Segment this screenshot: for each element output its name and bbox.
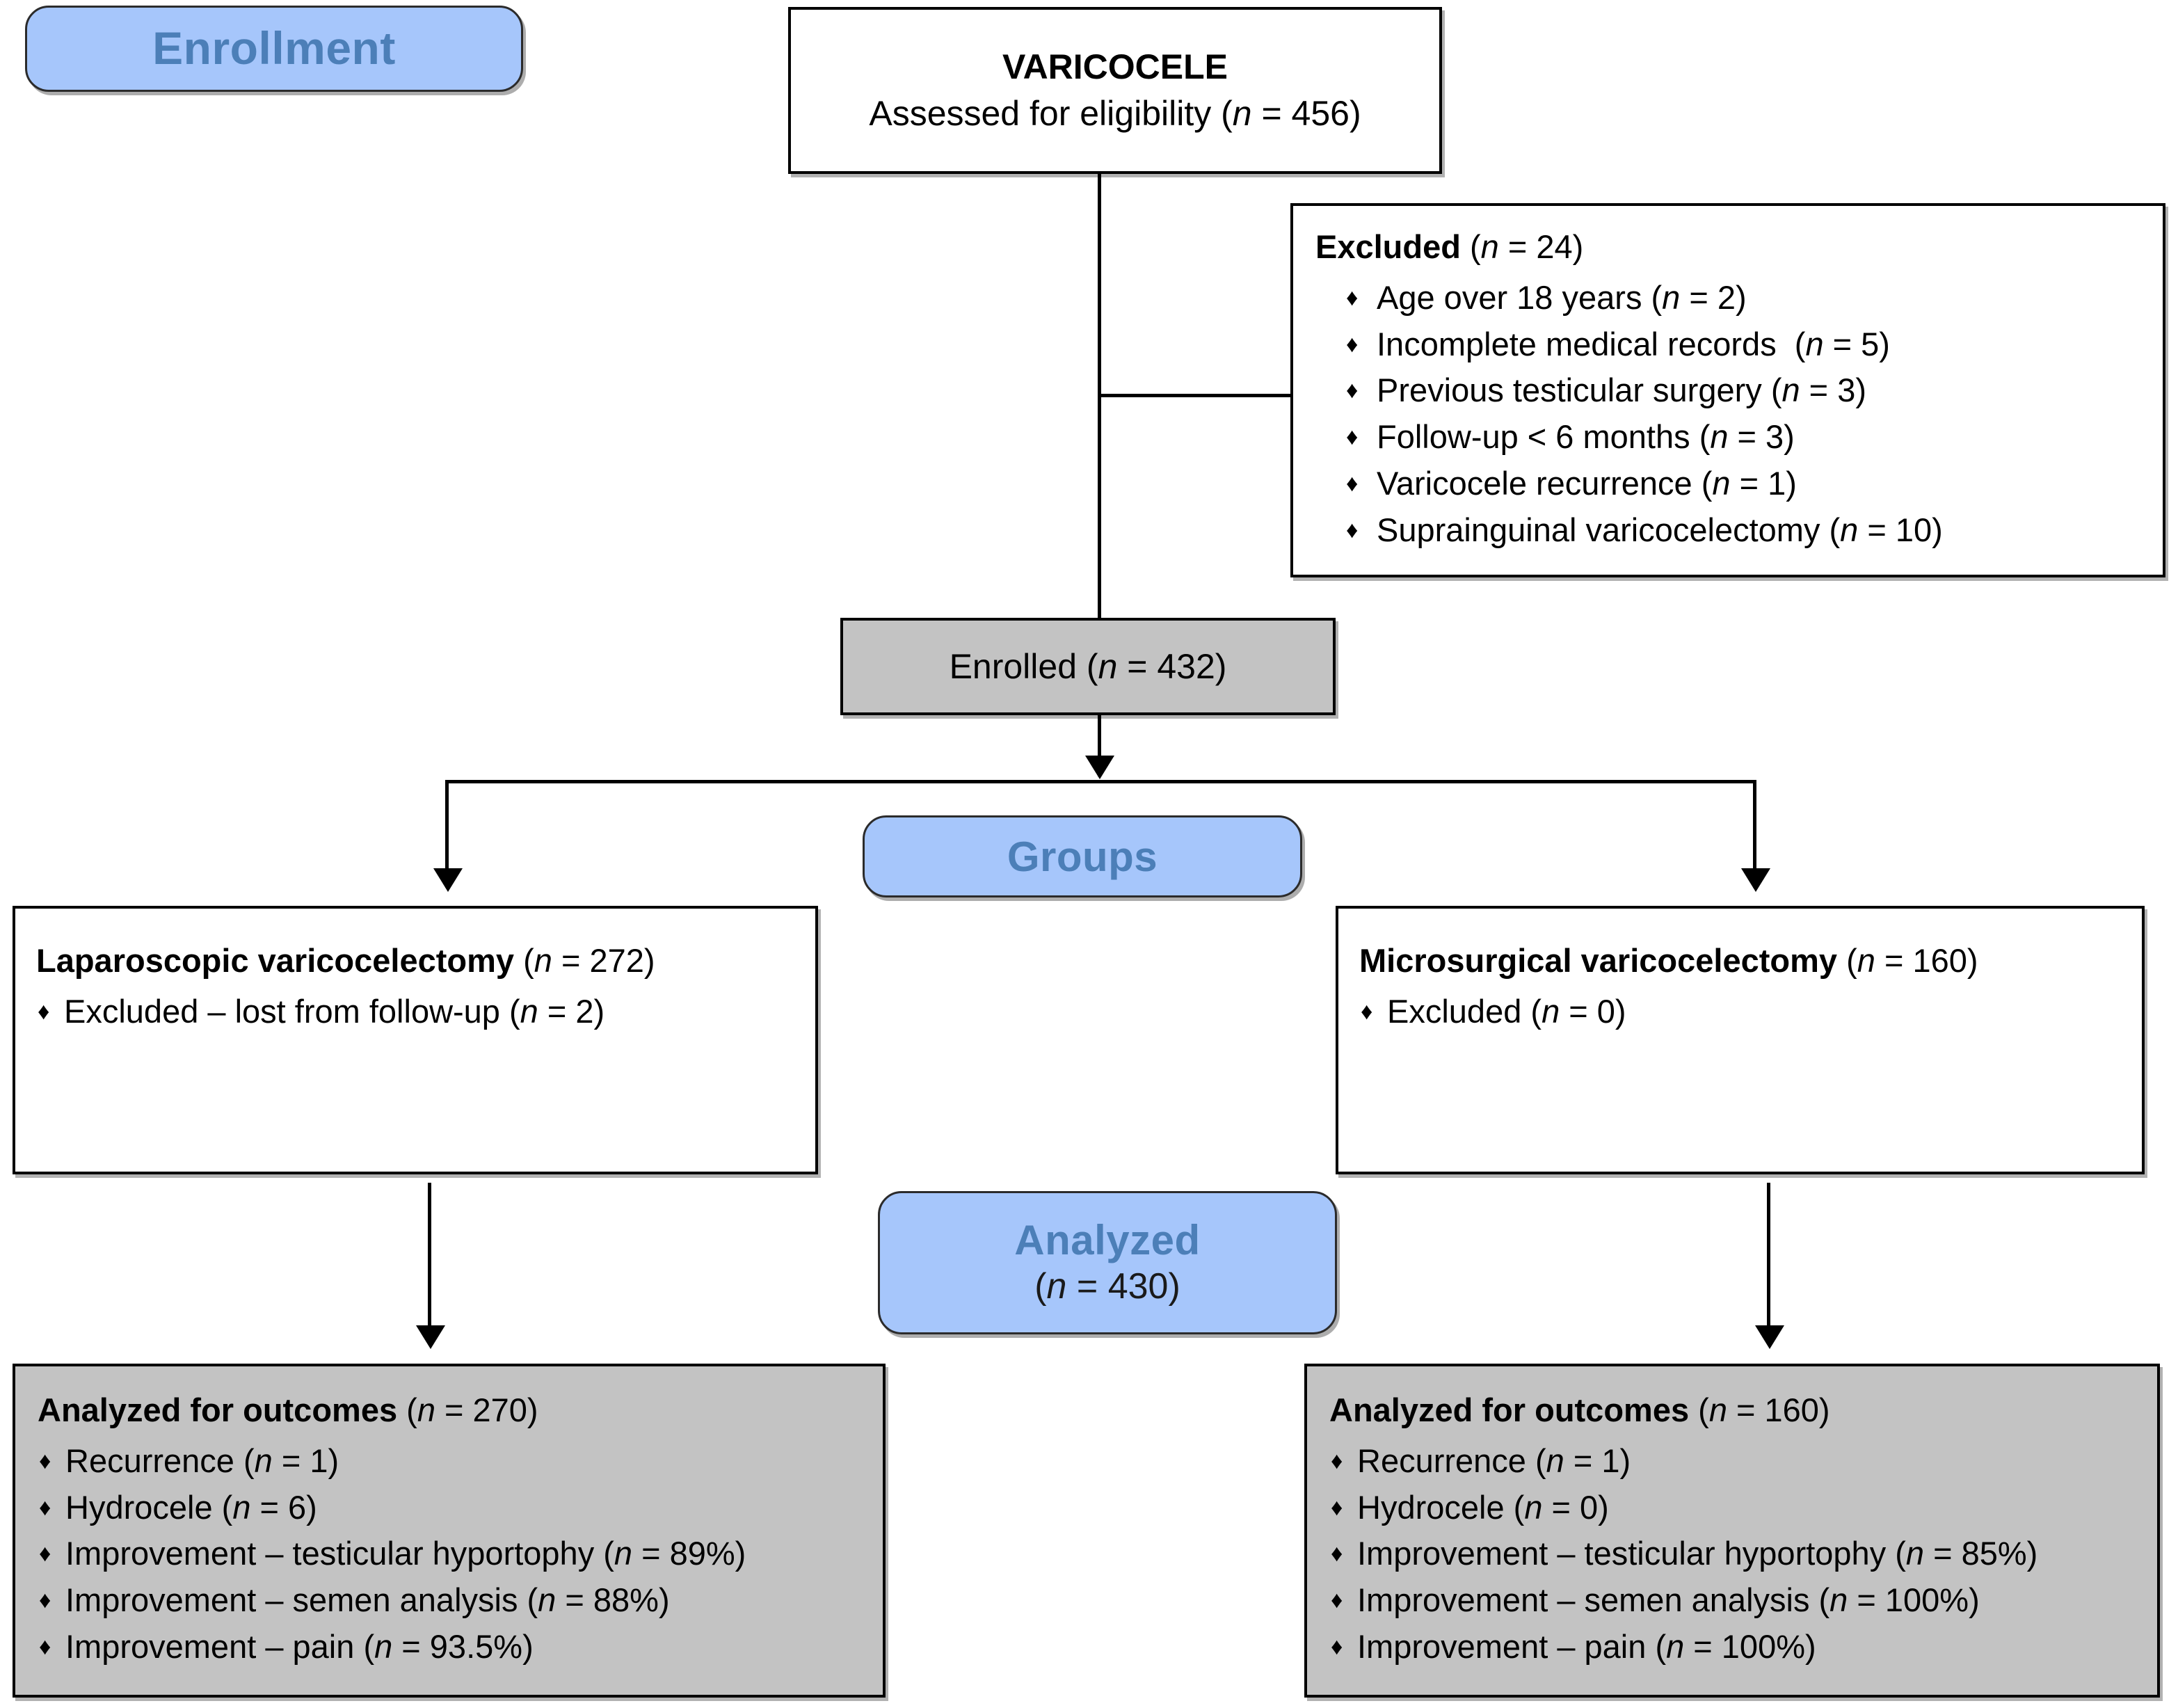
enrolled-box: Enrolled (n = 432) bbox=[840, 618, 1336, 715]
list-item: Improvement – testicular hyportophy (n =… bbox=[1329, 1531, 2143, 1577]
list-item: Improvement – semen analysis (n = 100%) bbox=[1329, 1577, 2143, 1624]
outcomes-right-heading: Analyzed for outcomes (n = 160) bbox=[1329, 1389, 2143, 1432]
connector-split-right-drop bbox=[1753, 780, 1756, 888]
outcomes-left-heading-rest: (n = 270) bbox=[397, 1391, 538, 1428]
list-item: Hydrocele (n = 6) bbox=[38, 1485, 869, 1531]
list-item: Follow-up < 6 months (n = 3) bbox=[1315, 414, 2145, 461]
connector-left-arm-to-outcomes bbox=[428, 1183, 431, 1332]
outcomes-left-bullets: Recurrence (n = 1) Hydrocele (n = 6) Imp… bbox=[38, 1438, 869, 1670]
arrow-to-right-arm bbox=[1741, 868, 1770, 892]
outcomes-right-bullets: Recurrence (n = 1) Hydrocele (n = 0) Imp… bbox=[1329, 1438, 2143, 1670]
arm-left-heading-rest: (n = 272) bbox=[514, 942, 655, 979]
list-item: Age over 18 years (n = 2) bbox=[1315, 275, 2145, 321]
outcomes-right-heading-rest: (n = 160) bbox=[1689, 1391, 1830, 1428]
excluded-heading-rest: (n = 24) bbox=[1460, 228, 1584, 265]
outcomes-right-heading-bold: Analyzed for outcomes bbox=[1329, 1391, 1690, 1428]
list-item: Improvement – semen analysis (n = 88%) bbox=[38, 1577, 869, 1624]
list-item: Recurrence (n = 1) bbox=[38, 1438, 869, 1485]
list-item: Recurrence (n = 1) bbox=[1329, 1438, 2143, 1485]
arm-left-bullets: Excluded – lost from follow-up (n = 2) bbox=[36, 989, 797, 1035]
outcomes-left-heading-bold: Analyzed for outcomes bbox=[38, 1391, 398, 1428]
arm-box-laparoscopic: Laparoscopic varicocelectomy (n = 272) E… bbox=[13, 906, 818, 1174]
assessed-subtitle-suffix: = 456) bbox=[1251, 94, 1361, 133]
list-item: Improvement – pain (n = 100%) bbox=[1329, 1624, 2143, 1670]
arm-left-heading-bold: Laparoscopic varicocelectomy bbox=[36, 942, 515, 979]
assessed-title: VARICOCELE bbox=[1002, 47, 1228, 86]
stage-label-analyzed: Analyzed bbox=[1014, 1216, 1201, 1263]
arm-right-heading-bold: Microsurgical varicocelectomy bbox=[1359, 942, 1838, 979]
stage-pill-enrollment: Enrollment bbox=[25, 6, 523, 92]
excluded-reasons-list: Age over 18 years (n = 2) Incomplete med… bbox=[1315, 275, 2145, 553]
excluded-heading: Excluded (n = 24) bbox=[1315, 225, 2145, 269]
assessed-subtitle-prefix: Assessed for eligibility ( bbox=[869, 94, 1233, 133]
list-item: Improvement – pain (n = 93.5%) bbox=[38, 1624, 869, 1670]
assessed-subtitle: Assessed for eligibility (n = 456) bbox=[869, 90, 1361, 137]
connector-enrolled-stem bbox=[1098, 715, 1101, 776]
connector-split-bus bbox=[445, 780, 1756, 783]
enrolled-label: Enrolled (n = 432) bbox=[949, 646, 1227, 686]
stage-label-enrollment: Enrollment bbox=[152, 22, 396, 74]
stage-label-groups: Groups bbox=[1007, 833, 1158, 880]
excluded-heading-bold: Excluded bbox=[1315, 228, 1461, 265]
arm-right-heading: Microsurgical varicocelectomy (n = 160) bbox=[1359, 939, 2124, 983]
arm-right-heading-rest: (n = 160) bbox=[1837, 942, 1978, 979]
connector-right-arm-to-outcomes bbox=[1767, 1183, 1770, 1332]
stage-sublabel-analyzed: (n = 430) bbox=[1034, 1266, 1180, 1307]
list-item: Excluded – lost from follow-up (n = 2) bbox=[36, 989, 797, 1035]
outcomes-box-microsurgical: Analyzed for outcomes (n = 160) Recurren… bbox=[1304, 1364, 2160, 1698]
arrow-left-outcomes bbox=[416, 1325, 445, 1349]
arrow-right-outcomes bbox=[1755, 1325, 1784, 1349]
excluded-box: Excluded (n = 24) Age over 18 years (n =… bbox=[1290, 203, 2165, 577]
assessed-subtitle-n: n bbox=[1232, 94, 1252, 133]
connector-assessed-to-excluded bbox=[1098, 394, 1306, 397]
list-item: Excluded (n = 0) bbox=[1359, 989, 2124, 1035]
list-item: Varicocele recurrence (n = 1) bbox=[1315, 461, 2145, 507]
stage-pill-analyzed: Analyzed (n = 430) bbox=[878, 1191, 1337, 1334]
list-item: Improvement – testicular hyportophy (n =… bbox=[38, 1531, 869, 1577]
arrow-enrolled-split bbox=[1085, 756, 1114, 779]
list-item: Incomplete medical records (n = 5) bbox=[1315, 321, 2145, 368]
arm-right-bullets: Excluded (n = 0) bbox=[1359, 989, 2124, 1035]
arrow-to-left-arm bbox=[433, 868, 463, 892]
list-item: Hydrocele (n = 0) bbox=[1329, 1485, 2143, 1531]
arm-left-heading: Laparoscopic varicocelectomy (n = 272) bbox=[36, 939, 797, 983]
arm-box-microsurgical: Microsurgical varicocelectomy (n = 160) … bbox=[1336, 906, 2145, 1174]
assessed-for-eligibility-box: VARICOCELE Assessed for eligibility (n =… bbox=[788, 7, 1442, 174]
stage-pill-groups: Groups bbox=[863, 815, 1302, 897]
connector-split-left-drop bbox=[445, 780, 449, 888]
outcomes-left-heading: Analyzed for outcomes (n = 270) bbox=[38, 1389, 869, 1432]
list-item: Suprainguinal varicocelectomy (n = 10) bbox=[1315, 507, 2145, 554]
list-item: Previous testicular surgery (n = 3) bbox=[1315, 367, 2145, 414]
outcomes-box-laparoscopic: Analyzed for outcomes (n = 270) Recurren… bbox=[13, 1364, 886, 1698]
